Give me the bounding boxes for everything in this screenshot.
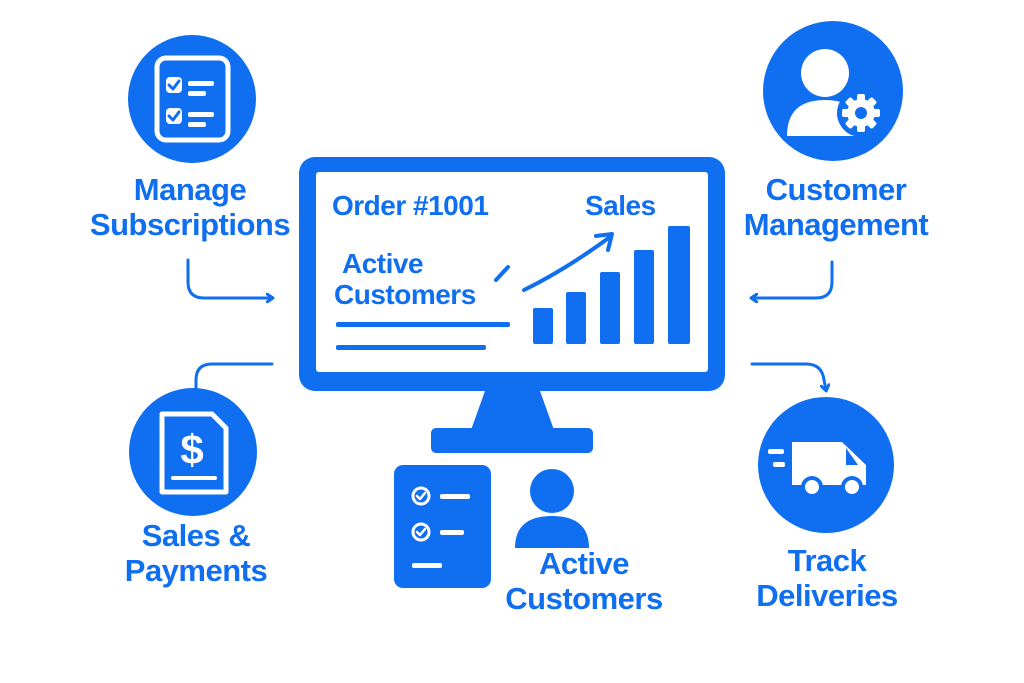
chart-bar (634, 250, 654, 344)
label-line: Payments (124, 553, 268, 588)
manage-subscriptions-label: Manage Subscriptions (78, 172, 302, 242)
user-icon (515, 469, 589, 548)
monitor-neck (471, 391, 554, 430)
trend-arrow (522, 235, 612, 292)
sales-payments-label: Sales & Payments (106, 518, 286, 588)
label-line: Customer (765, 172, 907, 207)
svg-text:$: $ (180, 426, 203, 473)
connector-monitor-to-sales (194, 362, 274, 390)
connectors (186, 258, 834, 390)
label-line: Manage (133, 172, 247, 207)
dollar-document-icon: $ (129, 388, 257, 516)
label-line: Active (538, 546, 630, 581)
label-line: Customers (334, 279, 476, 310)
active-customers-label: Active Customers (486, 546, 682, 616)
text-line (336, 345, 486, 350)
user-gear-icon (763, 21, 903, 161)
arrow-monitor-to-deliveries (750, 362, 826, 390)
arrow-subscriptions-to-monitor (186, 258, 272, 298)
label-line: Deliveries (756, 578, 898, 613)
delivery-truck-icon (758, 397, 894, 533)
order-number: Order #1001 (332, 190, 489, 221)
pen-stroke (494, 265, 510, 282)
chart-bar (600, 272, 620, 344)
label-line: Active (342, 248, 424, 279)
chart-bar (533, 308, 553, 344)
sales-title: Sales (585, 190, 656, 221)
monitor-base (431, 428, 593, 453)
screen-active-customers: Active Customers (334, 248, 476, 310)
label-line: Sales & (141, 518, 251, 553)
chart-bar (566, 292, 586, 344)
label-line: Customers (505, 581, 663, 616)
track-deliveries-label: Track Deliveries (738, 543, 916, 613)
text-line (336, 322, 510, 327)
screen-graphics (336, 226, 690, 350)
label-line: Subscriptions (89, 207, 291, 242)
label-line: Management (743, 207, 929, 242)
label-line: Track (787, 543, 867, 578)
checklist-icon (128, 35, 256, 163)
trend-arrow-head (594, 232, 614, 252)
chart-bar (668, 226, 690, 344)
customer-management-label: Customer Management (733, 172, 939, 242)
clipboard-icon (394, 465, 491, 588)
arrow-customers-to-monitor (752, 260, 834, 298)
